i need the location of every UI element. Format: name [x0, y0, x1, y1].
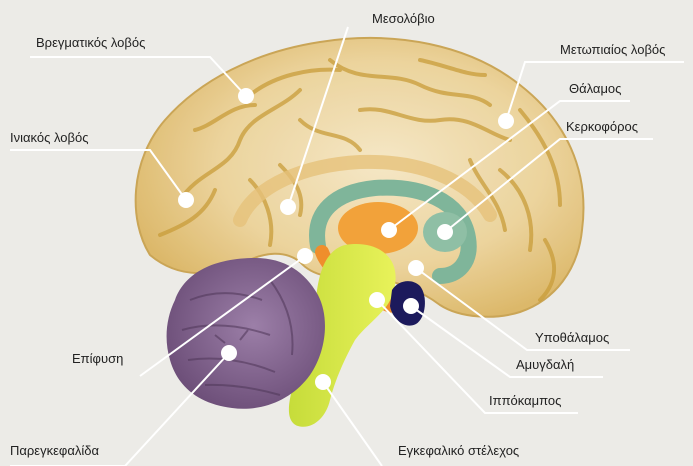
label-amygdali: Αμυγδαλή	[516, 358, 574, 372]
label-bregmatikos: Βρεγματικός λοβός	[36, 36, 145, 50]
label-kerkoforos: Κερκοφόρος	[566, 120, 638, 134]
label-iniakos: Ινιακός λοβός	[10, 131, 88, 145]
label-paregkefalida: Παρεγκεφαλίδα	[10, 444, 99, 458]
label-ippokampos: Ιππόκαμπος	[489, 394, 561, 408]
label-epifysi: Επίφυση	[72, 352, 123, 366]
label-metopiaios: Μετωπιαίος λοβός	[560, 43, 665, 57]
label-egkefaliko-stelexos: Εγκεφαλικό στέλεχος	[398, 444, 519, 458]
label-mesolovio: Μεσολόβιο	[372, 12, 435, 26]
label-ypothalamos: Υποθάλαμος	[535, 331, 609, 345]
label-thalamos: Θάλαμος	[569, 82, 621, 96]
